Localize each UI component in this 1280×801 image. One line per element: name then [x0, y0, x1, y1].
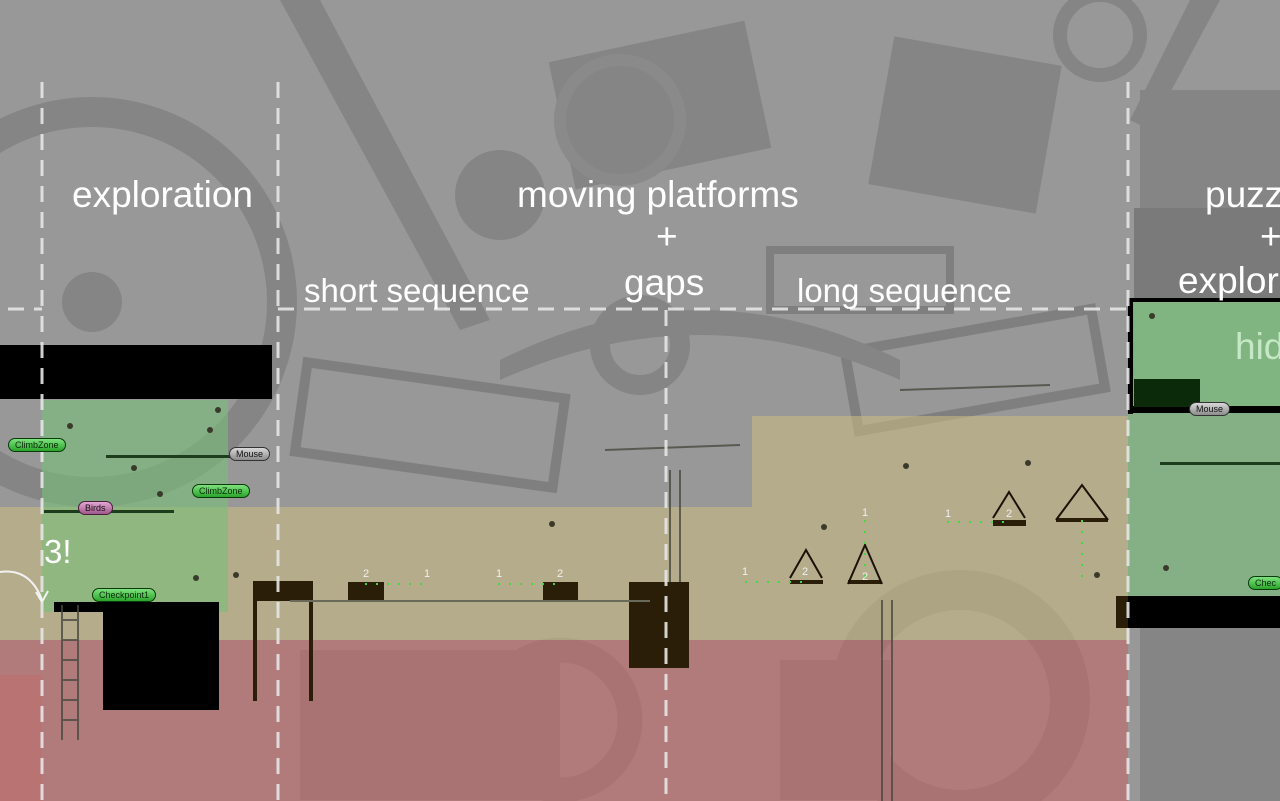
- ceiling-block: [0, 345, 272, 399]
- section-label-plus-2: +: [1260, 216, 1280, 257]
- section-label-exploration: exploration: [72, 174, 254, 215]
- marker-mouse-right[interactable]: Mouse: [1189, 402, 1231, 416]
- platform-number: 2: [862, 571, 869, 583]
- platform-number: 1: [424, 568, 431, 580]
- moving-platform-short-2: [543, 582, 578, 600]
- marker-checkpoint1[interactable]: Checkpoint1: [92, 588, 157, 602]
- arch-leg-left: [253, 601, 257, 701]
- platform-number: 2: [802, 566, 809, 578]
- green-ledge-3: [1160, 462, 1280, 465]
- arch-leg-right: [309, 601, 313, 701]
- platform-number: 1: [945, 508, 952, 520]
- moving-platform-long-2: [848, 580, 881, 584]
- safe-zone-green-right: [1128, 412, 1280, 598]
- green-ledge-1: [106, 455, 230, 458]
- grey-panel: [1134, 208, 1280, 300]
- right-floor-block: [1128, 596, 1280, 628]
- section-label-plus: +: [656, 216, 678, 257]
- countdown-label: 3!: [44, 533, 72, 570]
- moderate-zone-yellow-upper: [752, 416, 1128, 507]
- moving-platform-long-1: [790, 580, 823, 584]
- platform-number: 1: [742, 566, 749, 578]
- right-room-wall: [1128, 298, 1133, 414]
- ground-block: [103, 612, 219, 710]
- platform-number: 2: [363, 568, 370, 580]
- tower-block: [629, 582, 689, 668]
- marker-mouse-left[interactable]: Mouse: [229, 447, 271, 461]
- marker-climbzone-left[interactable]: ClimbZone: [8, 438, 66, 452]
- section-label-short-sequence: short sequence: [304, 272, 530, 309]
- marker-checkpoint-right[interactable]: Chec: [1248, 576, 1280, 590]
- platform-number: 2: [1006, 508, 1013, 520]
- right-edge-post: [1116, 596, 1128, 628]
- platform-number: 2: [557, 568, 564, 580]
- section-label-explore: explor: [1178, 260, 1279, 301]
- track-line: [290, 600, 650, 602]
- moving-platform-long-3: [993, 520, 1026, 526]
- platform-number: 1: [862, 507, 869, 519]
- moving-platform-short-1: [348, 582, 384, 600]
- hidden-room-dark: [1134, 379, 1200, 407]
- section-label-gaps: gaps: [624, 262, 705, 303]
- platform-number: 1: [496, 568, 503, 580]
- section-label-puzzle: puzz: [1205, 174, 1280, 215]
- marker-birds[interactable]: Birds: [78, 501, 113, 515]
- arch-platform: [253, 581, 313, 601]
- marker-climbzone-right[interactable]: ClimbZone: [192, 484, 250, 498]
- section-label-moving-platforms: moving platforms: [517, 174, 799, 215]
- red-zone-left: [0, 675, 42, 801]
- section-label-hidden: hid: [1235, 326, 1280, 367]
- ledge-black: [54, 602, 219, 612]
- right-room-frame: [1128, 298, 1280, 302]
- section-label-long-sequence: long sequence: [797, 272, 1012, 309]
